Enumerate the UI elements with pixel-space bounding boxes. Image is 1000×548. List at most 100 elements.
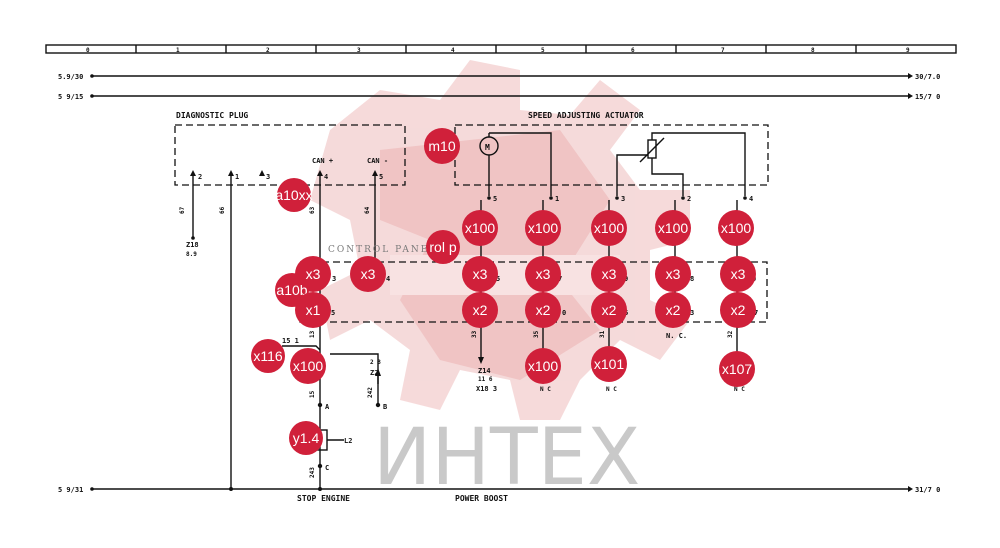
svg-text:x3: x3 — [473, 266, 488, 282]
svg-text:1: 1 — [235, 173, 239, 181]
pin-5: 5 — [372, 170, 383, 181]
actuator-title: SPEED ADJUSTING ACTUATOR — [528, 111, 644, 120]
svg-text:a10b: a10b — [276, 282, 307, 298]
svg-text:243: 243 — [309, 467, 316, 478]
svg-text:x101: x101 — [594, 356, 625, 372]
z18-ref: 8.9 — [186, 251, 197, 258]
svg-text:13: 13 — [309, 330, 316, 338]
svg-text:15: 15 — [309, 390, 316, 398]
svg-text:x1: x1 — [306, 302, 321, 318]
svg-text:11 6: 11 6 — [478, 376, 493, 383]
badge-x2: x2 — [720, 292, 756, 328]
badge-x3: x3 — [350, 256, 386, 292]
ruler-label: 9 — [906, 47, 910, 54]
svg-text:66: 66 — [219, 206, 226, 214]
badge-x100: x100 — [591, 210, 627, 246]
svg-text:B: B — [383, 403, 387, 411]
svg-text:x2: x2 — [731, 302, 746, 318]
can-minus-label: CAN - — [367, 157, 388, 165]
svg-text:63: 63 — [309, 206, 316, 214]
speed-adjusting-actuator: SPEED ADJUSTING ACTUATOR M 5 1 3 2 4 — [454, 111, 769, 203]
svg-text:x100: x100 — [658, 220, 689, 236]
svg-text:2: 2 — [198, 173, 202, 181]
svg-text:3: 3 — [690, 309, 694, 317]
svg-text:x100: x100 — [721, 220, 752, 236]
ruler-label: 0 — [86, 47, 90, 54]
power-boost-label: POWER BOOST — [455, 494, 508, 503]
svg-text:x107: x107 — [722, 361, 753, 377]
rail-label: 30/7.0 — [915, 73, 940, 81]
badge-x3: x3 — [655, 256, 691, 292]
svg-text:y1.4: y1.4 — [293, 430, 320, 446]
svg-text:a10xx: a10xx — [275, 187, 312, 203]
svg-text:x116: x116 — [253, 348, 283, 364]
svg-text:rol p: rol p — [429, 239, 456, 255]
badge-x100: x100 — [525, 210, 561, 246]
ruler-label: 7 — [721, 47, 725, 54]
badge-x3: x3 — [462, 256, 498, 292]
svg-text:x3: x3 — [602, 266, 617, 282]
badge-x3: x3 — [720, 256, 756, 292]
svg-text:L2: L2 — [344, 437, 352, 445]
badge-a10xx: a10xx — [275, 178, 313, 212]
badge-x1: x1 — [295, 292, 331, 328]
svg-text:Z2: Z2 — [370, 369, 378, 377]
badge-y1-4: y1.4 — [289, 421, 323, 455]
svg-text:x2: x2 — [602, 302, 617, 318]
svg-text:1: 1 — [555, 195, 559, 203]
svg-text:x100: x100 — [594, 220, 625, 236]
ruler-label: 1 — [176, 47, 180, 54]
svg-text:3: 3 — [332, 275, 336, 283]
rail-label: 5 9/31 — [58, 486, 83, 494]
pin-2: 2 — [190, 170, 202, 181]
stop-engine-label: STOP ENGINE — [297, 494, 350, 503]
badge-x116: x116 — [251, 339, 285, 373]
svg-text:x100: x100 — [465, 220, 496, 236]
diagnostic-plug-title: DIAGNOSTIC PLUG — [176, 111, 248, 120]
ruler-label: 5 — [541, 47, 545, 54]
ruler-label: 6 — [631, 47, 635, 54]
ruler-label: 8 — [811, 47, 815, 54]
svg-text:X18 3: X18 3 — [476, 385, 497, 393]
svg-text:A: A — [325, 403, 330, 411]
z14-label: Z14 — [478, 367, 491, 375]
badge-x100: x100 — [290, 348, 326, 384]
pin-4: 4 — [317, 170, 328, 181]
svg-text:5: 5 — [331, 309, 335, 317]
svg-text:4: 4 — [386, 275, 390, 283]
badge-x100: x100 — [718, 210, 754, 246]
ruler-label: 3 — [357, 47, 361, 54]
svg-text:x100: x100 — [293, 358, 324, 374]
lower-labels: Z14 11 6 X18 3 N C N C N C STOP ENGINE P… — [297, 367, 745, 503]
svg-text:5: 5 — [493, 195, 497, 203]
svg-text:5: 5 — [379, 173, 383, 181]
svg-text:15 1: 15 1 — [282, 337, 299, 345]
svg-text:N. C.: N. C. — [666, 332, 687, 340]
svg-text:0: 0 — [562, 309, 566, 317]
badge-x101: x101 — [591, 346, 627, 382]
svg-text:32: 32 — [727, 330, 734, 338]
rail-label: 5.9/30 — [58, 73, 83, 81]
grid-ruler: 0 1 2 3 4 5 6 7 8 9 — [45, 44, 957, 54]
badge-x2: x2 — [525, 292, 561, 328]
svg-text:31: 31 — [599, 330, 606, 338]
svg-text:x2: x2 — [666, 302, 681, 318]
svg-text:x3: x3 — [306, 266, 321, 282]
badge-x100: x100 — [525, 348, 561, 384]
badge-x2: x2 — [591, 292, 627, 328]
svg-text:x3: x3 — [361, 266, 376, 282]
ruler-label: 2 — [266, 47, 270, 54]
svg-text:M: M — [485, 143, 490, 152]
svg-text:5: 5 — [496, 275, 500, 283]
svg-text:x2: x2 — [536, 302, 551, 318]
badge-x3: x3 — [591, 256, 627, 292]
svg-text:x2: x2 — [473, 302, 488, 318]
badge-control-panel: rol p — [426, 230, 460, 264]
svg-text:242: 242 — [367, 387, 374, 398]
can-plus-label: CAN + — [312, 157, 333, 165]
svg-text:2 3: 2 3 — [370, 359, 381, 366]
svg-text:4: 4 — [749, 195, 753, 203]
badge-m10: m10 — [424, 128, 460, 164]
svg-text:x3: x3 — [731, 266, 746, 282]
